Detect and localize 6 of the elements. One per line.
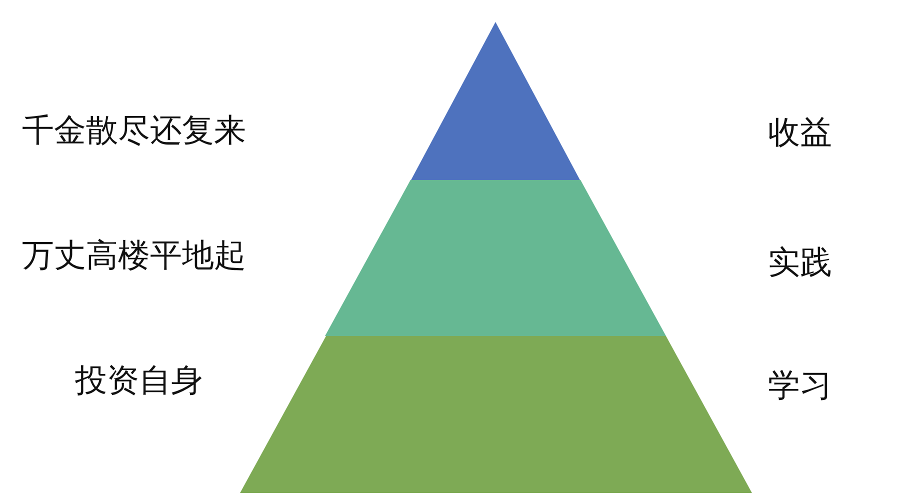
tier-caption: 收益 xyxy=(768,112,832,152)
tier-caption: 投资自身 xyxy=(75,360,203,400)
tier-caption: 实践 xyxy=(768,242,832,282)
tier-caption: 万丈高楼平地起 xyxy=(22,235,246,275)
tier-caption: 千金散尽还复来 xyxy=(22,110,246,150)
tier-caption: 学习 xyxy=(768,365,832,405)
